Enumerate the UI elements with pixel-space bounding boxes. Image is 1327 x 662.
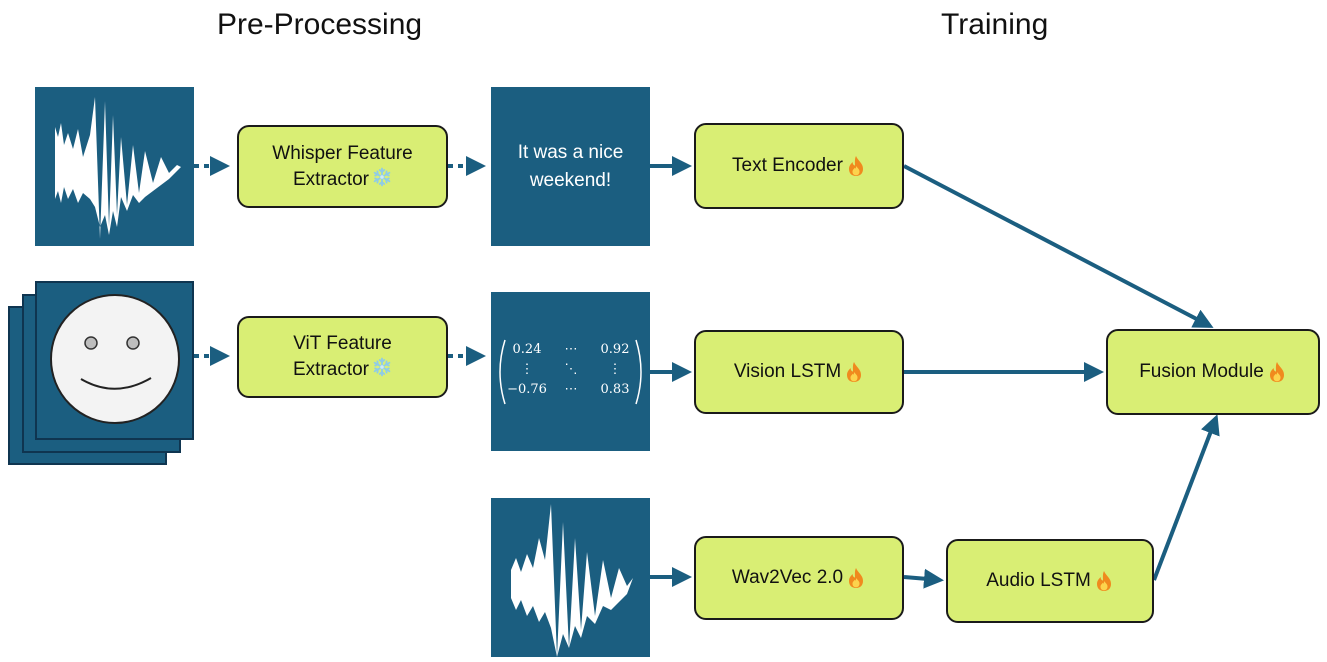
feature-matrix-panel: 0.24 ⋯ 0.92 ⋮ ⋱ ⋮ −0.76 ⋯ 0.83	[491, 292, 650, 451]
audio-lstm-node: Audio LSTM	[946, 539, 1154, 623]
whisper-label-line2: Extractor	[292, 168, 369, 190]
flame-icon	[1267, 361, 1287, 383]
snowflake-icon	[372, 356, 392, 378]
matrix-cell: ⋮	[520, 362, 534, 377]
waveform-icon	[511, 504, 633, 657]
transcript-line2: weekend!	[529, 169, 612, 191]
matrix-cell: −0.76	[507, 382, 547, 397]
flame-icon	[1094, 570, 1114, 592]
training-heading: Training	[941, 8, 1049, 41]
vit-feature-extractor: ViT Feature Extractor	[237, 316, 448, 398]
smiley-face-icon	[50, 294, 180, 424]
text-encoder-node: Text Encoder	[694, 123, 904, 209]
matrix-cell: 0.92	[600, 342, 630, 357]
flame-icon	[846, 155, 866, 177]
matrix-brackets	[499, 339, 642, 405]
audio-waveform-panel-bottom	[491, 498, 650, 657]
audio-waveform-panel	[35, 87, 194, 246]
fusion-module-label: Fusion Module	[1139, 361, 1264, 382]
frame-front	[35, 281, 194, 440]
flame-icon	[846, 567, 866, 589]
matrix-cell: ⋮	[608, 362, 622, 377]
snowflake-icon	[372, 166, 392, 188]
whisper-label-line1: Whisper Feature	[272, 142, 413, 164]
audio-lstm-label: Audio LSTM	[986, 570, 1091, 591]
matrix-cell: ⋯	[564, 382, 578, 397]
transcript-line1: It was a nice	[517, 141, 624, 163]
arrow-audio-lstm-to-fusion	[1152, 414, 1220, 581]
arrow-text-encoder-to-fusion	[903, 164, 1214, 328]
vision-lstm-node: Vision LSTM	[694, 330, 904, 414]
fusion-module-node: Fusion Module	[1106, 329, 1320, 415]
waveform-icon	[55, 97, 181, 239]
wav2vec-node: Wav2Vec 2.0	[694, 536, 904, 620]
transcript-panel: It was a nice weekend!	[491, 87, 650, 246]
wav2vec-label: Wav2Vec 2.0	[731, 567, 844, 588]
matrix-cell: 0.83	[600, 382, 630, 397]
vision-lstm-label: Vision LSTM	[733, 361, 842, 382]
text-encoder-label: Text Encoder	[732, 155, 843, 176]
vit-label-line1: ViT Feature	[293, 333, 392, 354]
arrow-wav2vec-to-audio-lstm	[903, 568, 944, 589]
matrix-cell: 0.24	[512, 342, 542, 357]
preprocessing-heading: Pre-Processing	[217, 8, 423, 41]
flame-icon	[844, 361, 864, 383]
vit-label-line2: Extractor	[292, 359, 370, 380]
matrix-cell: ⋯	[564, 342, 578, 357]
matrix-cell: ⋱	[564, 362, 578, 377]
whisper-feature-extractor: Whisper Feature Extractor	[237, 125, 448, 208]
